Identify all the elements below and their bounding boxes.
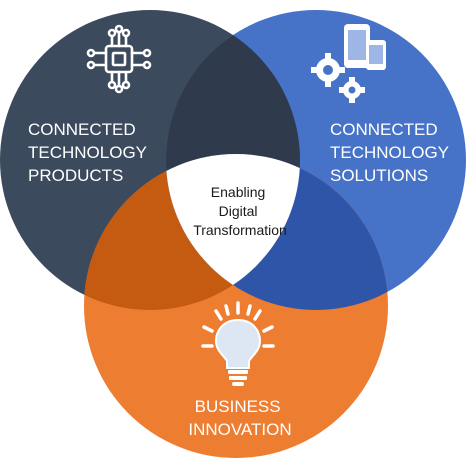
innovation-label: BUSINESS INNOVATION <box>188 397 291 439</box>
devices-gears-icon <box>311 24 386 103</box>
circuit-chip-icon <box>86 24 152 94</box>
center-label: Enabling Digital Transformation <box>193 184 287 238</box>
products-label: CONNECTED TECHNOLOGY PRODUCTS <box>28 120 151 185</box>
solutions-label: CONNECTED TECHNOLOGY SOLUTIONS <box>330 120 453 185</box>
lightbulb-icon <box>201 301 275 386</box>
